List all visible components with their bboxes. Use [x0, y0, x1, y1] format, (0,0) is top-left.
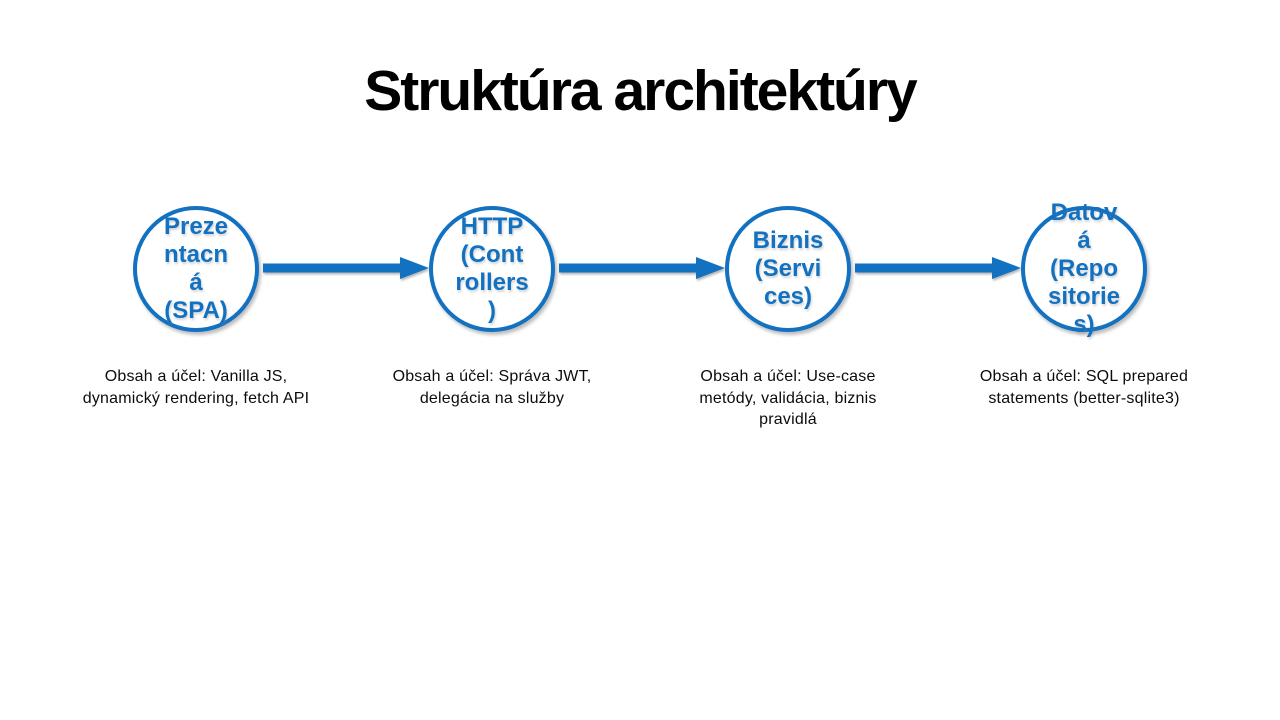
- diagram-node-business: Biznis (Servi ces): [725, 206, 851, 332]
- node-caption: Obsah a účel: Use-case metódy, validácia…: [699, 368, 877, 428]
- diagram-node-data: Datov á (Repo sitorie s): [1021, 199, 1147, 338]
- node-caption: Obsah a účel: SQL prepared statements (b…: [979, 368, 1189, 407]
- diagram-node-http: HTTP (Cont rollers ): [429, 206, 555, 332]
- node-label: Datov á (Repo sitorie s): [1047, 199, 1121, 338]
- page-title: Struktúra architektúry: [364, 59, 918, 123]
- node-label: HTTP (Cont rollers ): [455, 213, 529, 324]
- diagram-node-presentation: Preze ntacn á (SPA): [133, 206, 259, 332]
- node-caption: Obsah a účel: Vanilla JS, dynamický rend…: [82, 368, 310, 407]
- flow-arrow-icon: [263, 257, 429, 279]
- node-caption: Obsah a účel: Správa JWT, delegácia na s…: [392, 368, 592, 407]
- node-label: Preze ntacn á (SPA): [163, 213, 229, 324]
- flow-arrow-icon: [855, 257, 1021, 279]
- node-label: Biznis (Servi ces): [752, 227, 824, 310]
- flow-arrow-icon: [559, 257, 725, 279]
